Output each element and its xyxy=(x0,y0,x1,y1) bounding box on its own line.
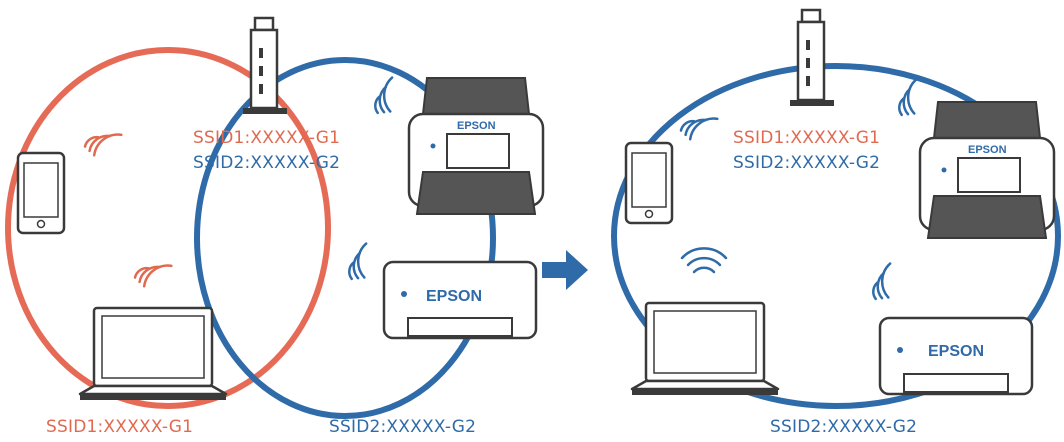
band-g2-label: SSID2:XXXXX-G2 xyxy=(329,417,476,437)
wifi-signal-icon xyxy=(872,262,892,301)
scanner-icon: EPSON xyxy=(407,77,545,215)
band-g1-label: SSID1:XXXXX-G1 xyxy=(46,417,193,437)
smartphone-icon xyxy=(16,151,66,235)
laptop-icon xyxy=(78,306,228,400)
band-g2-label: SSID2:XXXXX-G2 xyxy=(770,417,917,437)
router-icon xyxy=(243,16,287,114)
printer-brand: EPSON xyxy=(426,288,482,305)
router-icon xyxy=(790,8,834,106)
router-ssid1-label: SSID1:XXXXX-G1 xyxy=(193,128,340,148)
laptop-icon xyxy=(630,301,780,395)
network-band-g1 xyxy=(5,47,331,409)
wifi-signal-icon xyxy=(133,264,173,288)
wifi-signal-icon xyxy=(898,78,918,117)
network-band-g2 xyxy=(194,57,496,419)
router-ssid1-label: SSID1:XXXXX-G1 xyxy=(733,128,880,148)
network-band-g2 xyxy=(611,63,1061,409)
arrow-right-icon xyxy=(542,250,588,290)
wifi-signal-icon xyxy=(348,242,368,281)
smartphone-icon xyxy=(624,141,674,225)
wifi-signal-icon xyxy=(680,247,728,274)
wifi-signal-icon xyxy=(83,133,123,157)
printer-brand: EPSON xyxy=(928,343,984,360)
router-ssid2-label: SSID2:XXXXX-G2 xyxy=(193,153,340,173)
printer-icon: EPSON xyxy=(878,316,1034,396)
scanner-brand: EPSON xyxy=(457,120,496,132)
printer-icon: EPSON xyxy=(382,260,538,340)
router-ssid2-label: SSID2:XXXXX-G2 xyxy=(733,153,880,173)
wifi-signal-icon xyxy=(374,76,394,115)
wifi-signal-icon xyxy=(679,117,719,141)
scanner-icon: EPSON xyxy=(918,101,1056,239)
scanner-brand: EPSON xyxy=(968,144,1007,156)
